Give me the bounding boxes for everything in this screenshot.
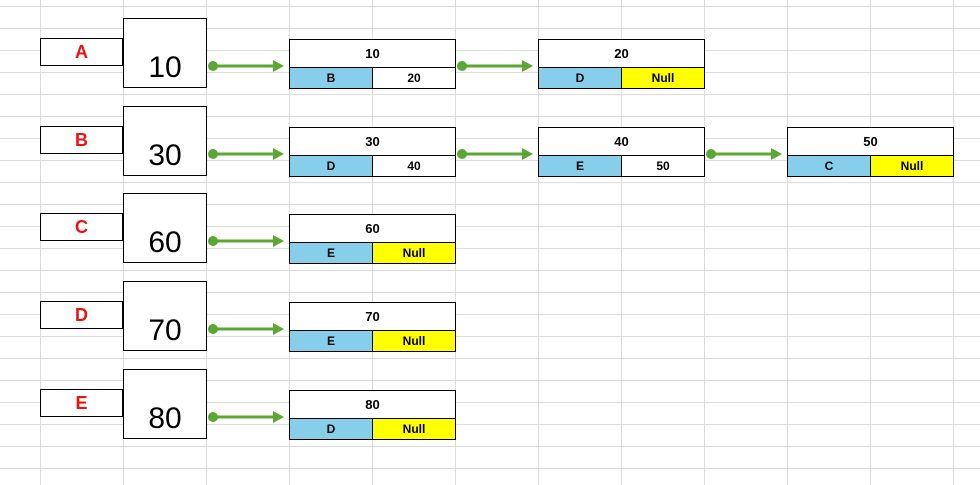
node-next-cell: 40	[373, 156, 455, 176]
arrow-connector	[706, 148, 782, 160]
head-value-box: 80	[123, 369, 207, 439]
node-null-cell: Null	[373, 331, 455, 351]
row-label: A	[40, 38, 123, 66]
row-label: C	[40, 213, 123, 241]
node-pointer-cell: D	[539, 68, 622, 88]
arrow-connector	[208, 148, 284, 160]
node-null-cell: Null	[871, 156, 953, 176]
arrow-connector	[208, 60, 284, 72]
arrow-connector	[208, 323, 284, 335]
node-pointer-cell: D	[290, 419, 373, 439]
arrow-connector	[457, 148, 533, 160]
arrow-connector	[208, 235, 284, 247]
node-pointer-cell: C	[788, 156, 871, 176]
node-value: 10	[290, 40, 455, 68]
node-next-cell: 20	[373, 68, 455, 88]
head-value-box: 10	[123, 18, 207, 88]
node-pointer-cell: E	[539, 156, 622, 176]
node-pointer-cell: B	[290, 68, 373, 88]
node-next-cell: 50	[622, 156, 704, 176]
node-pointer-cell: E	[290, 243, 373, 263]
head-value-box: 60	[123, 193, 207, 263]
head-value-box: 30	[123, 106, 207, 176]
node-pointer-cell: E	[290, 331, 373, 351]
node-value: 20	[539, 40, 704, 68]
arrow-connector	[208, 411, 284, 423]
node-value: 30	[290, 128, 455, 156]
head-value-box: 70	[123, 281, 207, 351]
row-label: D	[40, 301, 123, 329]
node-null-cell: Null	[622, 68, 704, 88]
node-value: 70	[290, 303, 455, 331]
row-label: B	[40, 126, 123, 154]
node-pointer-cell: D	[290, 156, 373, 176]
arrow-connector	[457, 60, 533, 72]
node-value: 40	[539, 128, 704, 156]
node-value: 50	[788, 128, 953, 156]
node-null-cell: Null	[373, 419, 455, 439]
node-value: 60	[290, 215, 455, 243]
node-value: 80	[290, 391, 455, 419]
row-label: E	[40, 389, 123, 417]
node-null-cell: Null	[373, 243, 455, 263]
